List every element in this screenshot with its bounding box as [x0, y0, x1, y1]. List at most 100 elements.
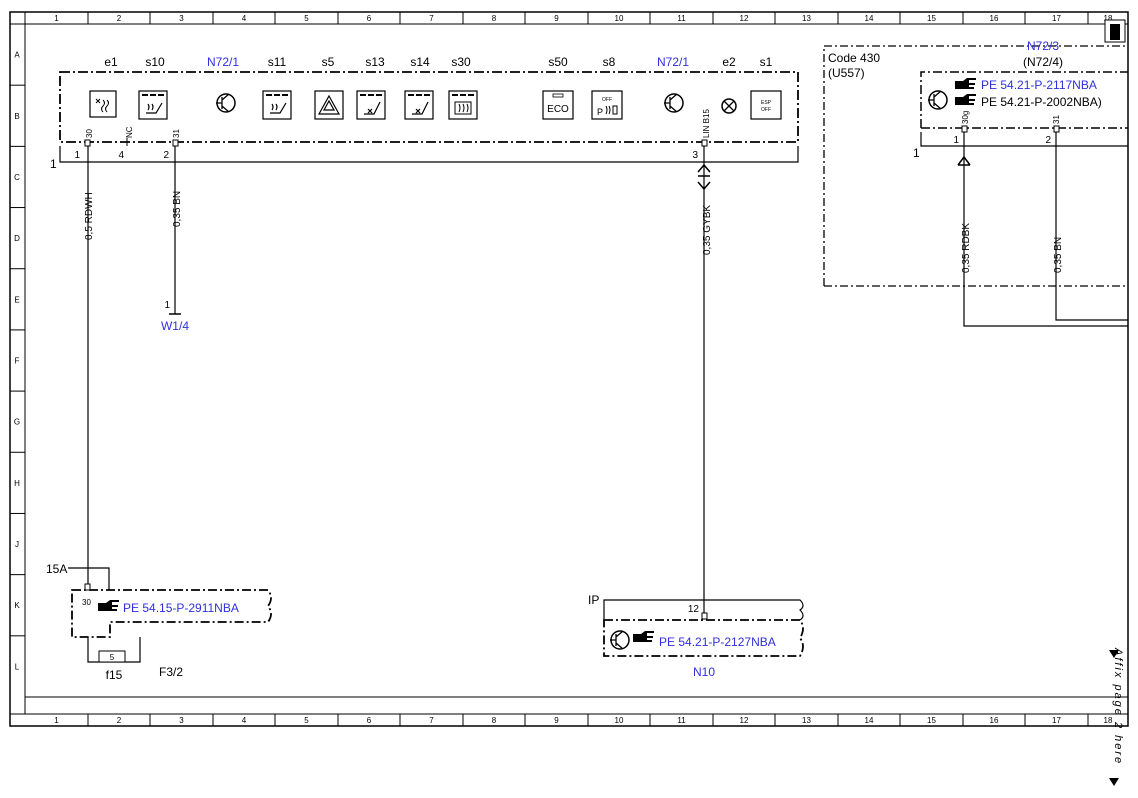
component-label-s11: s11 [268, 55, 287, 69]
pointing-hand-icon [633, 631, 654, 642]
column-number-bottom: 3 [179, 716, 184, 725]
component-label-s10: s10 [145, 55, 165, 69]
column-number-bottom: 13 [802, 716, 811, 725]
affix-note-text: Affix page 2 here [1112, 647, 1124, 765]
component-label-s50: s50 [548, 55, 568, 69]
pointing-hand-icon [955, 94, 976, 105]
parking-sensor-icon: OFF P [591, 90, 623, 120]
code-box-connector-number: 1 [913, 146, 920, 160]
column-number-top: 11 [677, 14, 686, 23]
pin-label-30g: 30g [961, 111, 970, 124]
column-number-bottom: 2 [117, 716, 122, 725]
fuse-pin-30: 30 [82, 598, 91, 607]
seat-heater-icon [262, 90, 292, 120]
column-number-top: 10 [615, 14, 624, 23]
seat-ventilation-icon [404, 90, 434, 120]
column-number-bottom: 9 [554, 716, 559, 725]
wire-gybk: 0,35 GYBK [697, 146, 713, 613]
eco-button-icon: ECO [542, 90, 574, 120]
wire-label-gybk: 0,35 GYBK [702, 205, 713, 255]
wire-bn-right [1055, 132, 1128, 321]
pointing-hand-icon [98, 600, 119, 611]
column-number-top: 17 [1052, 14, 1061, 23]
code-430-block: Code 430 (U557) N72/3 (N72/4) PE 54.21-P… [823, 39, 1128, 327]
wire-label-bn-left: 0,35 BN [172, 191, 183, 227]
row-letter: J [15, 540, 19, 549]
column-number-top: 8 [492, 14, 497, 23]
control-unit-label: N10 [693, 665, 715, 679]
column-number-bottom: 4 [242, 716, 247, 725]
lamp-icon [721, 98, 737, 114]
ref-link-2911[interactable]: PE 54.15-P-2911NBA [123, 601, 239, 615]
connector-arrow-symbol [957, 155, 971, 166]
column-number-top: 7 [429, 14, 434, 23]
column-number-top: 1 [54, 14, 59, 23]
ground-label-w1-4: W1/4 [161, 319, 189, 333]
column-number-bottom: 15 [927, 716, 936, 725]
ref-link-2117[interactable]: PE 54.21-P-2117NBA [981, 78, 1097, 92]
esp-text-1: ESP [761, 100, 772, 106]
column-number-top: 15 [927, 14, 936, 23]
pin-label-31-right: 31 [1052, 115, 1061, 124]
wire-rdbk [963, 132, 1128, 327]
column-number-bottom: 14 [865, 716, 874, 725]
component-label-s5: s5 [322, 55, 335, 69]
pin-number-1: 1 [74, 150, 80, 161]
column-number-top: 16 [990, 14, 999, 23]
column-number-bottom: 18 [1104, 716, 1113, 725]
column-number-top: 5 [304, 14, 309, 23]
component-label-e2: e2 [722, 55, 736, 69]
fuse-block: 15A 30 PE 54.15-P-2911NBA 5 f15 F3/2 [46, 562, 272, 682]
defrost-icon [89, 90, 117, 118]
page-corner-icon [1104, 19, 1126, 43]
row-letter: F [15, 357, 20, 366]
bus-connector-symbol [697, 163, 711, 191]
component-n72-4: (N72/4) [1023, 55, 1063, 69]
row-letter: B [14, 112, 19, 121]
outer-frame [9, 11, 1129, 727]
column-number-top: 4 [242, 14, 247, 23]
triangle-down-icon [1109, 650, 1119, 658]
code-option: (U557) [828, 66, 865, 80]
cluster-connector-number: 1 [50, 157, 57, 171]
pin-number-2-right: 2 [1045, 135, 1051, 146]
component-label-n72-1: N72/1 [657, 55, 689, 69]
control-unit-pin-12: 12 [688, 604, 700, 615]
row-letter: K [14, 601, 20, 610]
column-number-bottom: 5 [304, 716, 309, 725]
cluster-connector-pins: 30 NC 31 LIN B15 1 4 2 3 [74, 109, 711, 161]
eco-text: ECO [547, 104, 569, 115]
margin-note: Affix page 2 here [1109, 647, 1124, 786]
column-number-bottom: 1 [54, 716, 59, 725]
bus-ip-label: IP [588, 593, 599, 607]
column-number-top: 13 [802, 14, 811, 23]
pin-number-3: 3 [692, 150, 698, 161]
column-number-bottom: 8 [492, 716, 497, 725]
control-unit-n10-block: IP 12 PE 54.21-P-2127NBA N10 [588, 593, 804, 679]
pin-label-30: 30 [85, 129, 94, 138]
component-label-s13: s13 [365, 55, 385, 69]
wire-label-bn-right: 0,35 BN [1053, 237, 1064, 273]
component-n72-3: N72/3 [1027, 39, 1059, 53]
column-number-top: 18 [1104, 14, 1113, 23]
pin-number-1-right: 1 [953, 135, 959, 146]
pin-label-nc: NC [125, 126, 134, 138]
row-letter: G [14, 418, 20, 427]
row-letter: C [14, 173, 20, 182]
column-number-top: 2 [117, 14, 122, 23]
column-number-bottom: 17 [1052, 716, 1061, 725]
fuse-symbol [98, 650, 126, 663]
component-label-s8: s8 [603, 55, 616, 69]
rear-window-heater-icon [448, 90, 478, 120]
pin-number-2: 2 [163, 150, 169, 161]
ref-link-2127[interactable]: PE 54.21-P-2127NBA [659, 635, 776, 649]
seat-heater-icon [138, 90, 168, 120]
pin-number-4: 4 [118, 150, 124, 161]
esp-text-2: OFF [761, 107, 771, 113]
row-letter: D [14, 234, 20, 243]
pin-label-lin: LIN B15 [702, 109, 711, 138]
